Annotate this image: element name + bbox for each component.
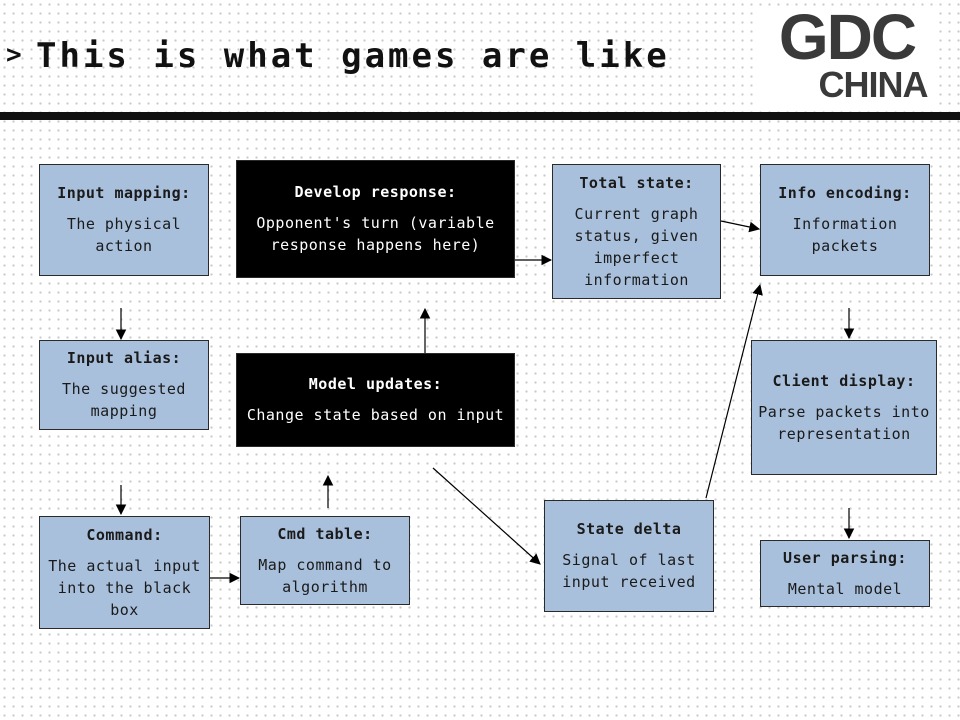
page-title: This is what games are like [36, 36, 670, 76]
gdc-china-logo: GDC 12 CHINA [756, 1, 938, 106]
develop-response-body: Opponent's turn (variable response happe… [256, 214, 495, 254]
info-encoding-box: Info encoding: Information packets [760, 164, 930, 276]
develop-response-box: Develop response: Opponent's turn (varia… [236, 160, 515, 278]
client-display-body: Parse packets into representation [758, 402, 930, 443]
header-divider [0, 112, 960, 120]
user-parsing-title: User parsing: [783, 548, 907, 567]
chevron-right-icon: > [6, 40, 22, 70]
arrow-model-updates-to-state-delta [432, 467, 541, 565]
input-alias-body: The suggested mapping [62, 380, 186, 420]
client-display-title: Client display: [772, 371, 916, 390]
state-delta-title: State delta [576, 520, 682, 538]
cmd-table-box: Cmd table: Map command to algorithm [240, 516, 410, 605]
arrow-state-delta-to-info-encoding [705, 283, 763, 499]
total-state-title: Total state: [579, 173, 694, 192]
input-alias-title: Input alias: [66, 349, 182, 367]
total-state-body: Current graph status, given imperfect in… [574, 204, 699, 289]
cmd-table-body: Map command to algorithm [258, 555, 392, 596]
cmd-table-title: Cmd table: [277, 524, 373, 543]
client-display-box: Client display: Parse packets into repre… [751, 340, 937, 475]
user-parsing-box: User parsing: Mental model [760, 540, 930, 607]
command-box: Command: The actual input into the black… [39, 516, 210, 629]
total-state-box: Total state: Current graph status, given… [552, 164, 721, 299]
arrow-total-state-to-info-encoding [720, 220, 761, 233]
logo-gdc-text: GDC [778, 1, 917, 73]
model-updates-body: Change state based on input [246, 406, 505, 424]
develop-response-title: Develop response: [294, 183, 457, 201]
model-updates-box: Model updates: Change state based on inp… [236, 353, 515, 447]
info-encoding-title: Info encoding: [778, 184, 912, 202]
input-mapping-body: The physical action [66, 215, 182, 255]
logo-number: 12 [842, 24, 860, 41]
input-mapping-box: Input mapping: The physical action [39, 164, 209, 276]
state-delta-body: Signal of last input received [562, 551, 696, 591]
model-updates-title: Model updates: [308, 375, 443, 393]
command-body: The actual input into the black box [48, 556, 201, 619]
logo-china-text: CHINA [818, 64, 929, 105]
input-alias-box: Input alias: The suggested mapping [39, 340, 209, 430]
command-title: Command: [86, 525, 163, 544]
user-parsing-body: Mental model [787, 579, 903, 598]
info-encoding-body: Information packets [792, 215, 898, 255]
input-mapping-title: Input mapping: [57, 184, 191, 202]
state-delta-box: State delta Signal of last input receive… [544, 500, 714, 612]
